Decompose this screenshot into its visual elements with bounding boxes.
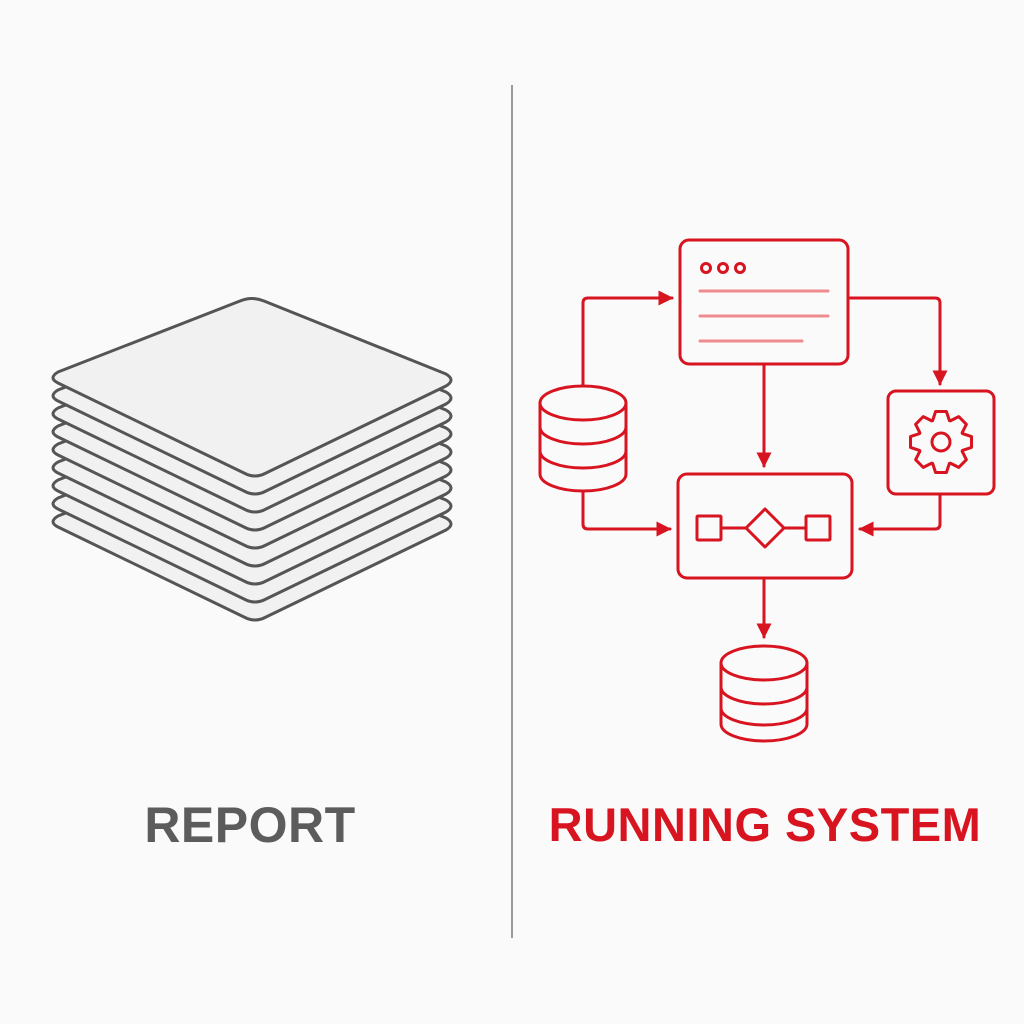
arrow-window-to-gear: [846, 296, 948, 386]
stacked-pages-icon: [51, 297, 453, 622]
gear-outline: [909, 410, 973, 474]
system-flow-diagram: [538, 238, 996, 743]
arrow-database-to-process: [581, 489, 672, 537]
arrow-database-to-window: [581, 290, 674, 387]
arrow-gear-to-process: [858, 492, 942, 537]
top-page-sheet: [51, 297, 453, 478]
app-window-icon: [678, 238, 850, 366]
running-system-label: RUNNING SYSTEM: [548, 798, 982, 851]
process-flow-icon: [676, 472, 854, 580]
gear-icon: [886, 389, 996, 496]
database-icon: [719, 644, 809, 743]
report-label: REPORT: [144, 797, 356, 853]
database-icon: [538, 384, 628, 493]
